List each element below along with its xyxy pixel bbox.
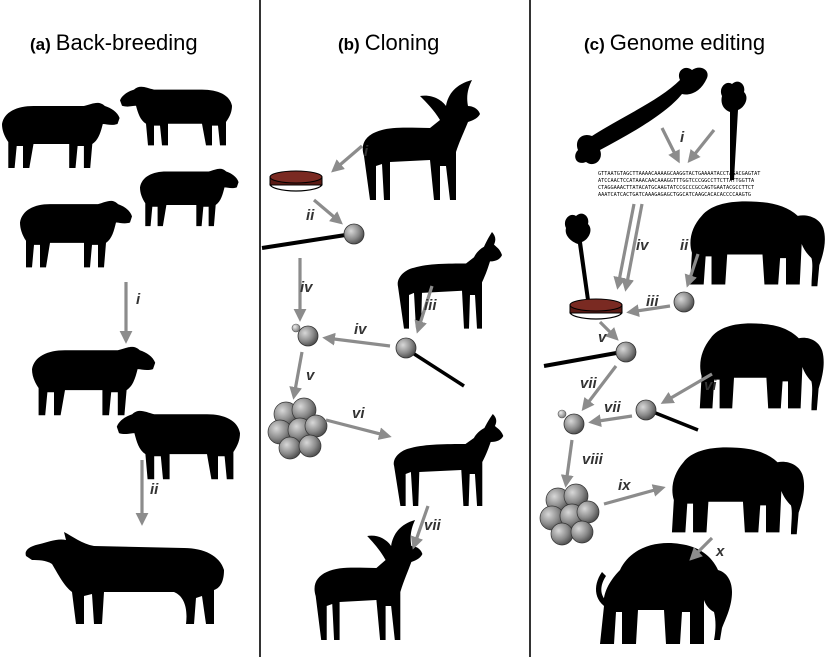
arrow-c-ii — [684, 253, 700, 288]
elephant-donor-silhouette — [689, 201, 825, 287]
label-b-ii: ii — [306, 207, 315, 224]
petri-dish-c — [569, 298, 623, 320]
label-c-vii-2: vii — [604, 399, 622, 416]
cow-silhouette-3 — [140, 168, 239, 227]
label-b-iv-2: iv — [354, 321, 368, 338]
arrow-b-vi — [325, 418, 392, 440]
dna-line-4: AAATCATCACTGATCAAAGAGAGCTGGCATCAAGCACACA… — [598, 192, 751, 198]
arrow-b-ii — [312, 198, 343, 225]
micropipette-b-2 — [407, 348, 465, 388]
elephant-surrogate-silhouette — [671, 447, 805, 535]
label-c-ix: ix — [618, 477, 631, 494]
edited-cell-c — [615, 341, 637, 363]
label-b-vi: vi — [352, 405, 365, 422]
panel-b-title: (b) Cloning — [338, 30, 439, 55]
arrow-c-vi — [660, 372, 713, 404]
polar-body-c — [557, 409, 567, 419]
mammoth-silhouette — [600, 543, 732, 644]
petri-dish-b — [269, 170, 323, 192]
micropipette-b-1 — [261, 232, 353, 250]
label-c-vi: vi — [704, 377, 717, 394]
label-a-i: i — [136, 291, 141, 308]
elephant-egg-donor-silhouette — [699, 323, 824, 411]
panel-a-animals — [2, 86, 240, 624]
arrow-c-viii — [560, 439, 574, 488]
cow-silhouette-2 — [120, 86, 232, 146]
micropipette-c-2 — [647, 408, 699, 432]
cow-silhouette-1 — [2, 102, 120, 168]
arrow-c-vii-2 — [588, 414, 633, 428]
arrow-b-i — [331, 144, 364, 173]
panel-b-name: Cloning — [365, 30, 440, 55]
panel-a-title: (a) Back-breeding — [30, 30, 198, 55]
arrow-c-vii-1 — [581, 365, 618, 412]
ibex-donor-silhouette — [362, 80, 480, 200]
elephant-cell-c — [673, 291, 695, 313]
panel-c-tag: (c) — [584, 35, 605, 54]
label-b-vii: vii — [424, 517, 442, 534]
label-b-i: i — [364, 143, 369, 160]
fossil-bone-silhouette — [575, 67, 708, 165]
label-c-i: i — [680, 129, 685, 146]
label-c-iii: iii — [646, 293, 659, 310]
label-c-ii: ii — [680, 237, 689, 254]
micropipette-c-1 — [543, 350, 623, 368]
label-b-iv-1: iv — [300, 279, 314, 296]
aurochs-cross-1 — [32, 346, 156, 416]
panel-b-arrows — [289, 144, 434, 550]
tissue-sample-2 — [564, 213, 591, 300]
longhorn-silhouette — [20, 200, 132, 268]
polar-body-b — [291, 323, 301, 333]
label-a-ii: ii — [150, 481, 159, 498]
arrow-b-iii — [414, 285, 434, 334]
label-c-vii-1: vii — [580, 375, 598, 392]
mammoth-tusk — [596, 572, 614, 610]
dna-line-3: CTAGGAAACTTATACATGCAAGTATCCGCCCGCCAGTGAA… — [598, 185, 754, 191]
label-c-x: x — [715, 543, 725, 560]
dna-line-1: GTTAATGTAGCTTAAAACAAAAGCAAGGTACTGAAAATAC… — [598, 171, 760, 177]
arrow-c-i-1 — [660, 127, 680, 164]
arrow-b-v — [289, 351, 304, 400]
arrow-c-ix — [603, 484, 666, 506]
arrow-b-iv-left — [322, 332, 391, 348]
panel-c-title: (c) Genome editing — [584, 30, 765, 55]
label-b-iii: iii — [424, 297, 437, 314]
panel-a-name: Back-breeding — [56, 30, 198, 55]
panel-c-arrows — [560, 127, 716, 561]
arrow-c-iii — [626, 304, 671, 318]
arrow-c-v — [598, 320, 619, 341]
label-c-v: v — [598, 329, 608, 346]
panel-c-animals — [600, 201, 825, 644]
arrow-c-i-2 — [687, 129, 716, 163]
goat-egg-donor-silhouette — [397, 232, 502, 329]
label-c-viii: viii — [582, 451, 604, 468]
arrow-c-iv-2 — [621, 203, 644, 292]
label-c-iv: iv — [636, 237, 650, 254]
aurochs-bull-silhouette — [25, 532, 225, 624]
panel-c-name: Genome editing — [610, 30, 765, 55]
arrow-c-x — [689, 536, 714, 561]
panel-b-tag: (b) — [338, 35, 360, 54]
oocyte-c — [635, 399, 657, 421]
panel-a-tag: (a) — [30, 35, 51, 54]
arrow-c-iv-1 — [613, 203, 636, 290]
cloned-ibex-silhouette — [314, 520, 423, 640]
reconstructed-egg-c — [563, 413, 585, 435]
dna-line-2: ATCCAACTCCATAAACAACAAAGGTTTGGTCCCGGCCTTC… — [598, 178, 755, 184]
panel-a-arrows — [119, 282, 149, 526]
oocyte-b — [395, 337, 417, 359]
reconstructed-egg-b — [297, 325, 319, 347]
embryo-cluster-c — [539, 483, 600, 546]
arrow-b-vii — [410, 505, 430, 550]
dna-sequence-block: GTTAATGTAGCTTAAAACAAAAGCAAGGTACTGAAAATAC… — [598, 171, 760, 198]
embryo-cluster-b — [267, 397, 328, 460]
label-b-v: v — [306, 367, 316, 384]
tissue-sample-1 — [720, 81, 747, 180]
aurochs-cross-2 — [116, 410, 240, 480]
goat-surrogate-silhouette — [393, 414, 504, 506]
somatic-cell-b — [343, 223, 365, 245]
